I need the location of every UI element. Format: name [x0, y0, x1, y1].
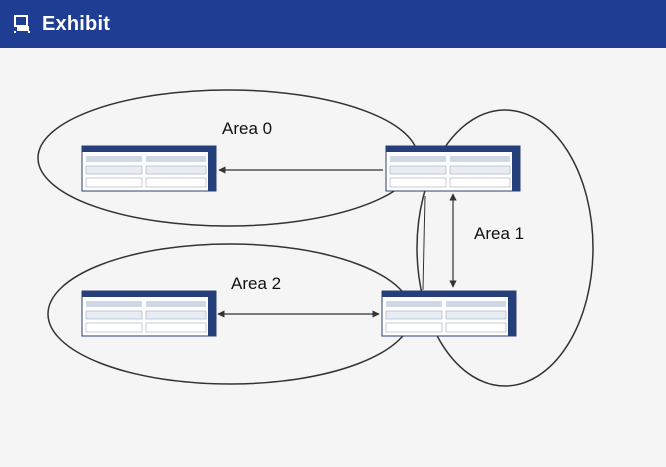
area-0-label: Area 0 — [222, 119, 272, 138]
router-area0-left — [81, 145, 217, 192]
window-header: Exhibit — [0, 0, 666, 48]
diagram-canvas — [0, 48, 666, 467]
area-2-label: Area 2 — [231, 274, 281, 293]
area-1-ellipse — [416, 109, 594, 387]
area-1-label: Area 1 — [474, 224, 524, 243]
router-abr-top — [385, 145, 521, 192]
window-title: Exhibit — [42, 12, 111, 35]
router-abr-bottom — [381, 290, 517, 337]
router-area2-left — [81, 290, 217, 337]
link-abr-vertical-left — [422, 195, 426, 291]
exhibit-icon — [8, 12, 38, 36]
